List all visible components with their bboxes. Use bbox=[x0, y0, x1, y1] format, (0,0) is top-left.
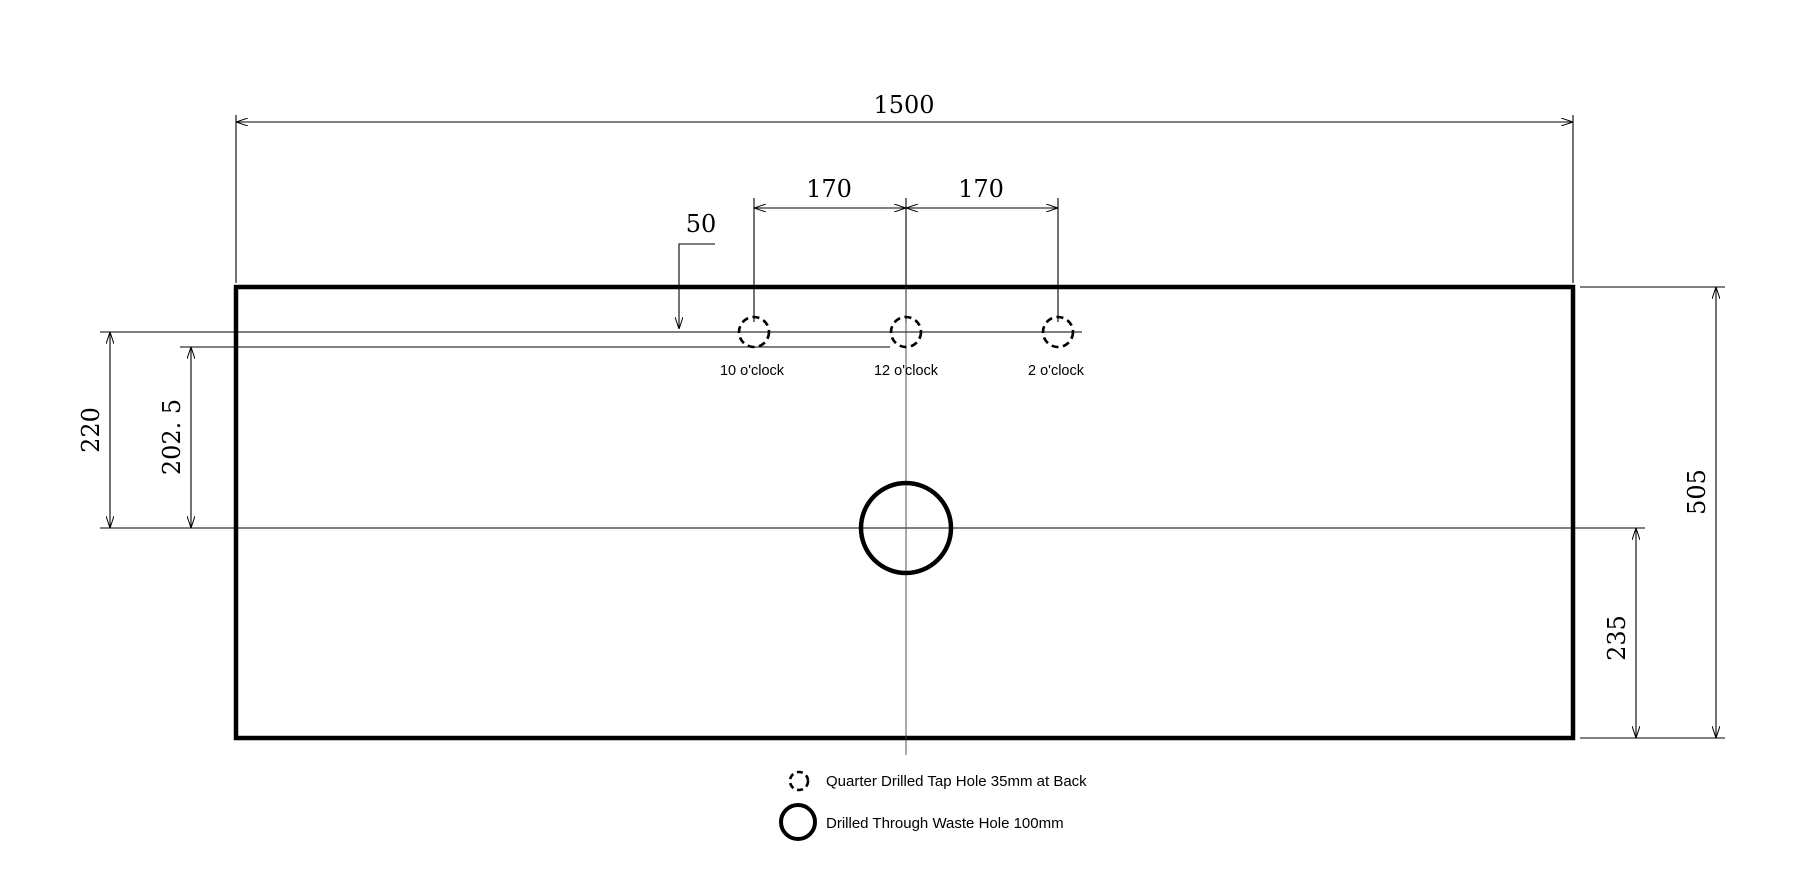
dimension-text-202-5: 202. 5 bbox=[158, 399, 186, 475]
legend-tap-hole-icon bbox=[788, 770, 810, 792]
legend: Quarter Drilled Tap Hole 35mm at Back Dr… bbox=[779, 770, 1087, 841]
dimension-text-50: 50 bbox=[686, 210, 717, 238]
legend-tap-hole-text: Quarter Drilled Tap Hole 35mm at Back bbox=[826, 773, 1087, 790]
dimension-tap-edge-to-waste: 202. 5 bbox=[158, 347, 191, 528]
legend-waste-hole-text: Drilled Through Waste Hole 100mm bbox=[826, 815, 1064, 832]
dimension-text-170-left: 170 bbox=[806, 175, 852, 203]
tap-label-2-oclock: 2 o'clock bbox=[1028, 363, 1085, 379]
dimension-text-1500: 1500 bbox=[873, 91, 934, 119]
benchtop-outline bbox=[233, 284, 1576, 741]
dimension-overall-depth: 505 bbox=[1683, 287, 1716, 738]
dimension-text-505: 505 bbox=[1683, 469, 1711, 515]
waste-hole bbox=[858, 480, 954, 576]
tap-label-12-oclock: 12 o'clock bbox=[874, 363, 939, 379]
tap-hole-2-oclock bbox=[1041, 315, 1075, 349]
tap-hole-10-oclock bbox=[737, 315, 771, 349]
legend-waste-hole-icon bbox=[779, 803, 817, 841]
dimension-text-235: 235 bbox=[1603, 615, 1631, 661]
dimension-text-220: 220 bbox=[77, 407, 105, 453]
dimension-overall-width: 1500 bbox=[235, 91, 1574, 283]
dimension-tap-spacing: 170 170 bbox=[753, 175, 1059, 322]
dimension-waste-from-front: 235 bbox=[1603, 528, 1636, 738]
tap-hole-12-oclock bbox=[889, 315, 923, 349]
tap-label-10-oclock: 10 o'clock bbox=[720, 363, 785, 379]
dimension-text-170-right: 170 bbox=[958, 175, 1004, 203]
dimension-tap-to-waste: 220 bbox=[77, 332, 110, 528]
dimension-tap-offset: 50 bbox=[679, 210, 716, 329]
